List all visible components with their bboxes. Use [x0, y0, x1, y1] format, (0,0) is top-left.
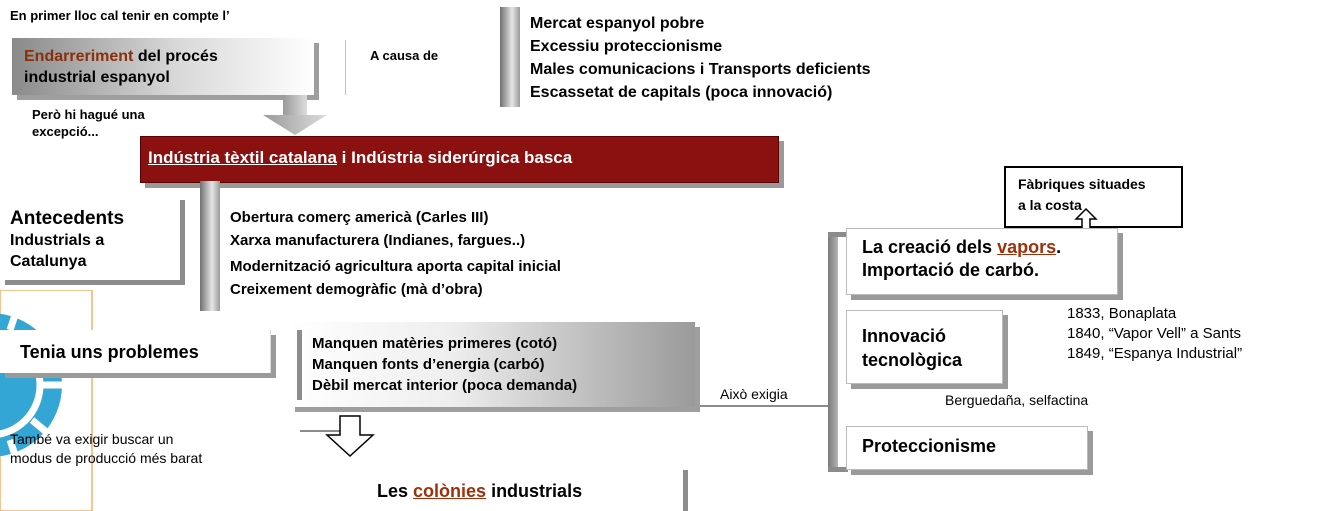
colonies-pre: Les	[377, 481, 414, 501]
cause-item: Escassetat de capitals (poca innovació)	[530, 84, 833, 101]
innovation-line: tecnològica	[862, 350, 963, 370]
problems-left-bar	[297, 330, 302, 400]
steam-line2: Importació de carbó.	[862, 260, 1040, 280]
antecedents-bracket	[180, 200, 185, 280]
antecedents-line: Industrials a	[10, 232, 105, 249]
required-line	[700, 405, 828, 407]
colonies-text: Les colònies industrials	[377, 480, 582, 502]
also-required-line: També va exigir buscar un	[10, 431, 174, 447]
problems-label: Tenia uns problemes	[20, 342, 199, 362]
problems-list: Manquen matèries primeres (cotó) Manquen…	[312, 333, 577, 396]
innovation-text: Innovació tecnològica	[862, 324, 962, 372]
delay-box-text: Endarreriment del procés industrial espa…	[24, 46, 218, 88]
industry-box	[140, 136, 779, 183]
antecedents-list: Obertura comerç americà (Carles III) Xar…	[230, 206, 561, 301]
cause-item: Males comunicacions i Transports deficie…	[530, 61, 871, 78]
antecedents-line: Catalunya	[10, 253, 87, 270]
colonies-post: industrials	[486, 481, 583, 501]
antecedent-item: Creixement demogràfic (mà d’obra)	[230, 281, 483, 298]
antecedents-bracket-foot	[5, 280, 185, 285]
bracket-top	[828, 232, 848, 237]
coast-line: Fàbriques situades	[1018, 176, 1146, 192]
cause-item: Mercat espanyol pobre	[530, 15, 705, 32]
bracket-bottom	[828, 467, 848, 472]
innovation-dates: 1833, Bonaplata 1840, “Vapor Vell” a San…	[1067, 304, 1242, 364]
innovation-machines: Berguedaña, selfactina	[945, 392, 1089, 408]
delay-highlight: Endarreriment	[24, 48, 134, 65]
protectionism-text: Proteccionisme	[862, 436, 997, 456]
industry-link[interactable]: Indústria tèxtil catalana	[148, 148, 337, 167]
problem-item: Manquen matèries primeres (cotó)	[312, 335, 558, 352]
antecedents-label: Antecedents Industrials a Catalunya	[10, 207, 124, 272]
exception-line: Però hi hagué una	[32, 107, 145, 122]
down-hollow-arrow-icon	[325, 415, 375, 457]
cause-divider	[345, 40, 346, 95]
antecedents-line: Antecedents	[10, 208, 125, 229]
industry-box-text: Indústria tèxtil catalana i Indústria si…	[148, 147, 572, 169]
cause-bar	[500, 7, 520, 107]
problem-item: Manquen fonts d’energia (carbó)	[312, 356, 545, 373]
colonies-divider	[683, 470, 688, 511]
coast-text: Fàbriques situades a la costa	[1018, 174, 1146, 216]
top-note: En primer lloc cal tenir en compte l’	[10, 8, 230, 23]
steam-link[interactable]: vapors	[997, 237, 1057, 257]
innovation-date: 1833, Bonaplata	[1067, 305, 1177, 322]
innovation-box	[846, 310, 1003, 384]
protectionism-box	[846, 426, 1088, 470]
exception-line: excepció...	[32, 124, 99, 139]
industry-rest: i Indústria siderúrgica basca	[336, 148, 573, 167]
causes-list: Mercat espanyol pobre Excessiu proteccio…	[530, 12, 871, 104]
exception-label: Però hi hagué una excepció...	[32, 106, 145, 140]
colonies-link[interactable]: colònies	[413, 481, 487, 501]
delay-rest1: del procés	[133, 48, 218, 65]
innovation-date: 1849, “Espanya Industrial”	[1067, 345, 1243, 362]
problem-item: Dèbil mercat interior (poca demanda)	[312, 377, 578, 394]
steam-pre: La creació dels	[862, 237, 998, 257]
cause-item: Excessiu proteccionisme	[530, 38, 723, 55]
problems-box	[0, 330, 271, 373]
cause-label: A causa de	[370, 48, 439, 63]
also-required: També va exigir buscar un modus de produ…	[10, 430, 202, 468]
innovation-date: 1840, “Vapor Vell” a Sants	[1067, 325, 1241, 342]
also-required-line: modus de producció més barat	[10, 450, 203, 466]
antecedent-item: Xarxa manufacturera (Indianes, fargues..…	[230, 232, 526, 249]
steam-box	[846, 228, 1118, 295]
coast-line: a la costa	[1018, 197, 1082, 213]
antecedents-bar	[200, 181, 220, 311]
delay-rest2: industrial espanyol	[24, 69, 170, 86]
delay-box	[12, 38, 314, 95]
sun-logo	[0, 290, 93, 511]
requirements-bracket	[828, 232, 838, 472]
innovation-line: Innovació	[862, 326, 947, 346]
problems-list-box	[290, 322, 695, 407]
antecedent-item: Obertura comerç americà (Carles III)	[230, 209, 489, 226]
steam-text: La creació dels vapors. Importació de ca…	[862, 236, 1061, 282]
down-arrow-icon	[263, 95, 327, 135]
steam-post: .	[1056, 237, 1062, 257]
antecedent-item: Modernització agricultura aporta capital…	[230, 258, 561, 275]
required-label: Això exigia	[720, 386, 788, 402]
colonies-line	[300, 430, 345, 432]
